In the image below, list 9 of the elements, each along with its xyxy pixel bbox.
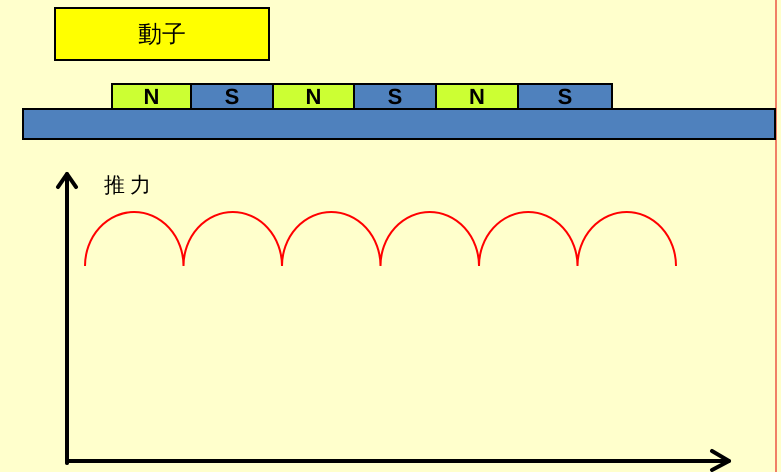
base-bar <box>22 108 776 140</box>
magnet-block: N <box>435 83 519 110</box>
magnet-block: S <box>353 83 437 110</box>
magnet-block: N <box>272 83 355 110</box>
magnet-block: S <box>190 83 274 110</box>
magnet-block: S <box>517 83 613 110</box>
mover-box: 動子 <box>54 7 270 61</box>
axis-label: 推力 <box>104 172 156 199</box>
magnet-block: N <box>111 83 192 110</box>
